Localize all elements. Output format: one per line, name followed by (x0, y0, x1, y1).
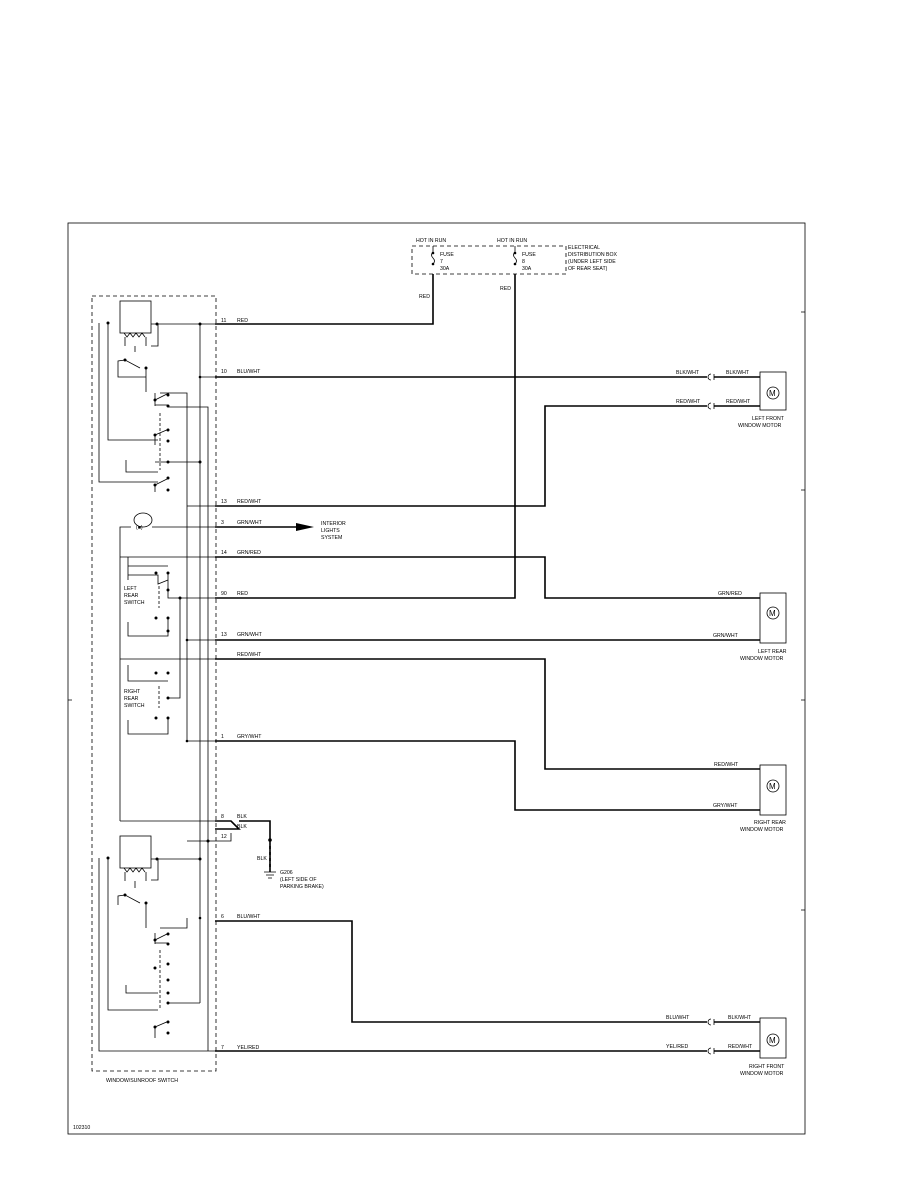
pin-10: 10 (221, 369, 227, 375)
right-front-window-motor: BLU/WHT BLK/WHT YEL/RED RED/WHT M RIGHT … (666, 1015, 787, 1077)
rf-motor-name-2: WINDOW MOTOR (740, 1071, 784, 1077)
window-sunroof-switch: WINDOW/SUNROOF SWITCH (91, 295, 217, 1084)
fuse-1-name: FUSE (440, 252, 454, 258)
right-rear-switch-label-1: RIGHT (124, 689, 141, 695)
wire-fuse7-pin11 (215, 274, 434, 325)
lr-motor-name-2: WINDOW MOTOR (740, 656, 784, 662)
fuse-1-header: HOT IN RUN (416, 238, 446, 244)
interior-lights-label-3: SYSTEM (321, 535, 342, 541)
fuse-1-wire-label: RED (419, 294, 430, 300)
pin-1-wire: GRY/WHT (237, 734, 262, 740)
pin-3: 3 (221, 520, 224, 526)
pin-12-wire: BLK (237, 824, 247, 830)
interior-lights-label-2: LIGHTS (321, 528, 340, 534)
rr-motor-name-1: RIGHT REAR (754, 820, 786, 826)
pin-13b: 13 (221, 632, 227, 638)
lf-top-wire-out: BLK/WHT (726, 370, 750, 376)
pin-13b-wire: GRN/WHT (237, 632, 263, 638)
interior-arrow (296, 523, 314, 531)
interior-lights-label-1: INTERIOR (321, 521, 346, 527)
left-rear-switch-label-1: LEFT (124, 586, 138, 592)
pin-7-wire: YEL/RED (237, 1045, 259, 1051)
right-rear-switch-label-2: REAR (124, 696, 139, 702)
pin-6: 6 (221, 914, 224, 920)
lr-motor-name-1: LEFT REAR (758, 649, 787, 655)
distribution-box-label-2: DISTRIBUTION BOX (568, 252, 618, 258)
lr-motor-symbol: M (769, 609, 776, 618)
pin-90-wire: RED (237, 591, 248, 597)
pin-10-wire: BLU/WHT (237, 369, 261, 375)
pin-12: 12 (221, 834, 227, 840)
fuse-2-rating: 30A (522, 266, 532, 272)
fuse-2-number: 8 (522, 259, 525, 265)
pin-14: 14 (221, 550, 227, 556)
left-rear-switch-label-2: REAR (124, 593, 139, 599)
lf-bottom-wire-in: RED/WHT (676, 399, 701, 405)
wire-pin1-rr-motor (215, 740, 760, 811)
rf-top-wire-out: BLK/WHT (728, 1015, 752, 1021)
ground-location-2: PARKING BRAKE) (280, 884, 324, 890)
pin-blank-wire: RED/WHT (237, 652, 262, 658)
fuse-2-header: HOT IN RUN (497, 238, 527, 244)
pin-8-wire: BLK (237, 814, 247, 820)
pin-11: 11 (221, 318, 226, 324)
ground-symbol: BLK G206 (LEFT SIDE OF PARKING BRAKE) (257, 838, 324, 890)
switch-assembly-label: WINDOW/SUNROOF SWITCH (106, 1078, 178, 1084)
lf-motor-name-1: LEFT FRONT (752, 416, 785, 422)
lr-bottom-wire: GRN/WHT (713, 633, 739, 639)
fuse-1-rating: 30A (440, 266, 450, 272)
wires (215, 274, 760, 1052)
wire-pin13-lf-motor (215, 405, 707, 507)
lr-top-wire: GRN/RED (718, 591, 742, 597)
right-rear-switch-label-3: SWITCH (124, 703, 145, 709)
distribution-box-label-3: (UNDER LEFT SIDE (568, 259, 616, 265)
rr-top-wire: RED/WHT (714, 762, 739, 768)
rf-motor-name-1: RIGHT FRONT (749, 1064, 785, 1070)
rr-motor-symbol: M (769, 782, 776, 791)
wire-redwht-rr-motor (215, 658, 760, 770)
pin-3-wire: GRN/WHT (237, 520, 263, 526)
pin-7: 7 (221, 1045, 224, 1051)
diagram-frame (67, 222, 806, 1135)
fuse-1-number: 7 (440, 259, 443, 265)
interior-light-symbol: (■) (136, 525, 143, 531)
ground-wire-label: BLK (257, 856, 267, 862)
pin-13a: 13 (221, 499, 227, 505)
fuse-box: HOT IN RUN HOT IN RUN FUSE 7 30A FUSE 8 … (411, 238, 618, 300)
left-rear-window-motor: GRN/RED GRN/WHT M LEFT REAR WINDOW MOTOR (713, 591, 787, 662)
lf-bottom-wire-out: RED/WHT (726, 399, 751, 405)
lf-motor-symbol: M (769, 389, 776, 398)
pin-1: 1 (221, 734, 224, 740)
pin-8: 8 (221, 814, 224, 820)
distribution-box-label-1: ELECTRICAL (568, 245, 600, 251)
wire-pin6-rf-motor (215, 920, 707, 1023)
rr-motor-name-2: WINDOW MOTOR (740, 827, 784, 833)
pin-90: 90 (221, 591, 227, 597)
pin-14-wire: GRN/RED (237, 550, 261, 556)
fuse-2-wire-label: RED (500, 286, 511, 292)
distribution-box-label-4: OF REAR SEAT) (568, 266, 608, 272)
lf-top-wire-in: BLK/WHT (676, 370, 700, 376)
connector-pins: 11 RED 10 BLU/WHT 13 RED/WHT 3 GRN/WHT 1… (120, 318, 263, 1051)
pin-6-wire: BLU/WHT (237, 914, 261, 920)
ground-location-1: (LEFT SIDE OF (280, 877, 317, 883)
left-rear-switch-label-3: SWITCH (124, 600, 145, 606)
rf-motor-symbol: M (769, 1036, 776, 1045)
ground-id: G206 (280, 870, 293, 876)
pin-13a-wire: RED/WHT (237, 499, 262, 505)
figure-id: 102310 (73, 1125, 90, 1131)
rf-bottom-wire-in: YEL/RED (666, 1044, 688, 1050)
wire-pin14-lr-motor (215, 556, 760, 599)
rf-bottom-wire-out: RED/WHT (728, 1044, 753, 1050)
right-rear-window-motor: RED/WHT GRY/WHT M RIGHT REAR WINDOW MOTO… (713, 762, 787, 833)
pin-11-wire: RED (237, 318, 248, 324)
rr-bottom-wire: GRY/WHT (713, 803, 738, 809)
rf-top-wire-in: BLU/WHT (666, 1015, 690, 1021)
left-front-window-motor: BLK/WHT BLK/WHT RED/WHT RED/WHT M LEFT F… (676, 370, 787, 429)
fuse-2-name: FUSE (522, 252, 536, 258)
lf-motor-name-2: WINDOW MOTOR (738, 423, 782, 429)
wire-fuse8-pin90 (215, 274, 516, 599)
